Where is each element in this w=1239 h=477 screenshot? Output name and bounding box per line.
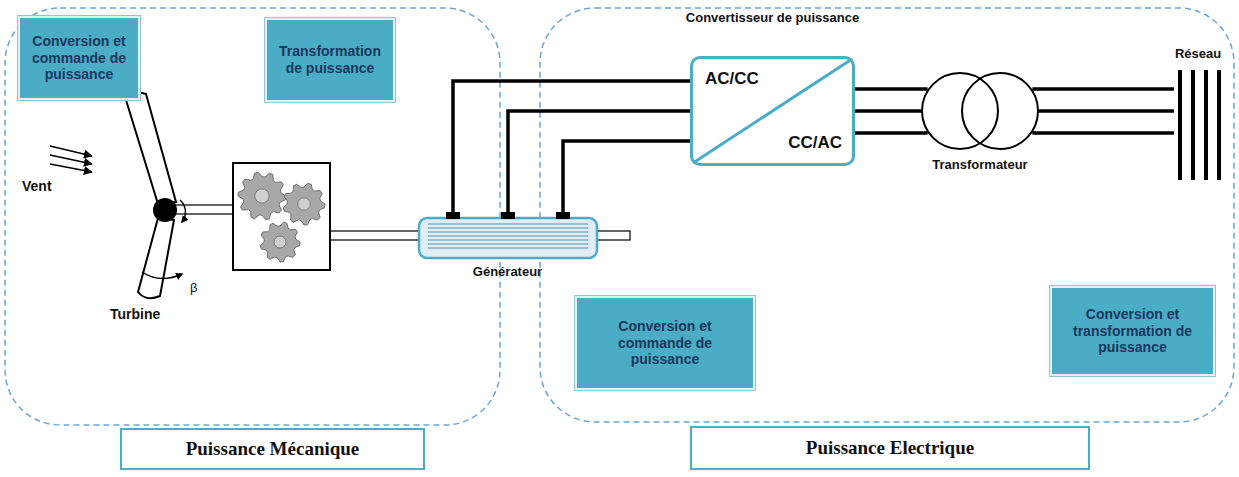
rotation-arrow <box>180 200 185 222</box>
section-label: Puissance Mécanique <box>120 428 425 470</box>
text-wrap: Puissance Electrique <box>806 437 974 459</box>
node-text: Puissance Mécanique <box>186 438 360 460</box>
turbine-blades <box>126 93 176 298</box>
three-phase-link <box>1032 89 1174 133</box>
node-text: Générateur <box>410 264 605 279</box>
text-wrap: Transformation de puissance <box>273 43 387 77</box>
text-wrap: Conversion et commande de puissance <box>583 318 747 368</box>
node-text: Convertisseur de puissance <box>680 10 865 26</box>
text-wrap: Conversion et transformation de puissanc… <box>1058 306 1207 356</box>
pitch-angle-symbol: β <box>190 280 197 295</box>
pitch-arrow <box>142 272 182 279</box>
gear-hub <box>298 198 311 211</box>
gear <box>238 172 286 219</box>
transformer: Transformateur <box>915 71 1045 191</box>
node-text: Conversion et commande de puissance <box>583 318 747 368</box>
generator: Générateur <box>410 206 605 286</box>
gears <box>238 172 325 262</box>
node-text: Puissance Electrique <box>806 437 974 459</box>
phase-wire <box>855 87 928 91</box>
section-label: Puissance Electrique <box>690 426 1090 470</box>
function-box: Conversion et commande de puissance <box>575 296 755 390</box>
node-text: Conversion et commande de puissance <box>26 33 132 83</box>
function-box: Conversion et commande de puissance <box>18 16 140 100</box>
node-text: Transformateur <box>915 157 1045 172</box>
phase-wire <box>1032 87 1174 91</box>
phase-wire <box>453 81 690 212</box>
turbine-hub <box>153 198 177 222</box>
node-text: CC/AC <box>788 133 842 153</box>
transformer-coils <box>920 71 1040 151</box>
power-wire <box>1039 109 1174 113</box>
part-label: Vent <box>22 178 52 194</box>
node-text: Transformation de puissance <box>273 43 387 77</box>
node-text: Réseau <box>1160 46 1236 61</box>
three-phase-link <box>855 89 928 133</box>
part-label: Turbine <box>110 306 160 322</box>
gear-hub <box>255 189 269 203</box>
gearbox <box>233 163 330 270</box>
bus-bars <box>1174 70 1224 180</box>
transformer-drawing <box>920 71 1040 151</box>
three-phase-link <box>453 81 690 212</box>
converter-frame: AC/CC CC/AC <box>690 56 855 166</box>
mechanical-region <box>5 8 500 425</box>
text-wrap: Conversion et commande de puissance <box>26 33 132 83</box>
phase-wire <box>563 141 690 212</box>
gear-hub <box>274 236 286 248</box>
bus-drawing <box>1174 70 1224 180</box>
phase-wire <box>1032 131 1174 135</box>
function-box: Transformation de puissance <box>265 18 395 102</box>
power-wire <box>855 109 921 113</box>
gear <box>260 222 300 262</box>
node-text: AC/CC <box>705 69 759 89</box>
function-box: Conversion et transformation de puissanc… <box>1050 286 1215 376</box>
wind-arrows <box>50 146 92 172</box>
text-wrap: Puissance Mécanique <box>186 438 360 460</box>
power-wire <box>508 111 690 212</box>
generator-body <box>418 212 598 260</box>
phase-wire <box>855 131 928 135</box>
power-converter: Convertisseur de puissanceAC/CC CC/AC <box>680 8 865 168</box>
generator-drawing <box>418 212 598 260</box>
grid-bus: Réseau <box>1160 46 1236 186</box>
electrical-region <box>540 8 1234 422</box>
node-text: Conversion et transformation de puissanc… <box>1058 306 1207 356</box>
gear <box>283 183 325 225</box>
